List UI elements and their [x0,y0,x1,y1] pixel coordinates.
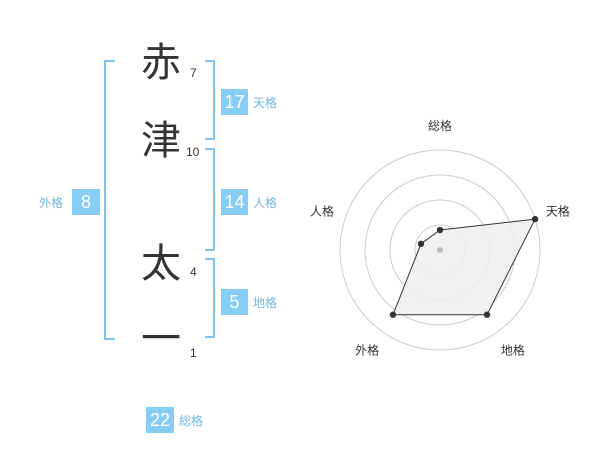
name-char-3: 太 [141,241,181,287]
name-char-2: 津 [141,118,181,164]
radar-point-5 [417,240,425,248]
gaikaku-bracket [104,60,115,340]
chikaku-value: 5 [221,289,248,315]
radar-axis-label-2: 天格 [546,204,570,219]
tenkaku-value: 17 [221,89,248,115]
stroke-count-1: 7 [190,66,197,80]
stroke-count-3: 4 [190,265,197,279]
radar-point-2 [531,215,539,223]
chikaku-label: 地格 [253,296,278,310]
radar-axis-label-4: 外格 [355,342,379,357]
radar-grid-ring [339,149,541,351]
jinkaku-value: 14 [221,189,248,215]
radar-point-4 [389,311,397,318]
radar-area [392,218,536,316]
radar-center [437,247,443,253]
radar-axis-label-1: 総格 [428,118,452,133]
chikaku-bracket [205,258,215,338]
radar-point-1 [436,226,444,234]
jinkaku-label: 人格 [253,196,278,210]
soukaku-value: 22 [146,407,174,433]
stroke-count-4: 1 [190,346,197,360]
radar-axis-label-3: 地格 [501,342,525,357]
stroke-count-2: 10 [186,145,200,159]
gaikaku-value: 8 [72,189,100,215]
name-char-1: 赤 [141,40,181,86]
tenkaku-bracket [205,60,215,140]
gaikaku-label: 外格 [39,196,64,210]
name-char-4: 一 [141,316,181,362]
tenkaku-label: 天格 [253,96,278,110]
jinkaku-bracket [205,148,215,251]
soukaku-label: 総格 [179,414,204,428]
radar-point-3 [483,311,491,318]
radar-axis-label-5: 人格 [310,204,334,219]
